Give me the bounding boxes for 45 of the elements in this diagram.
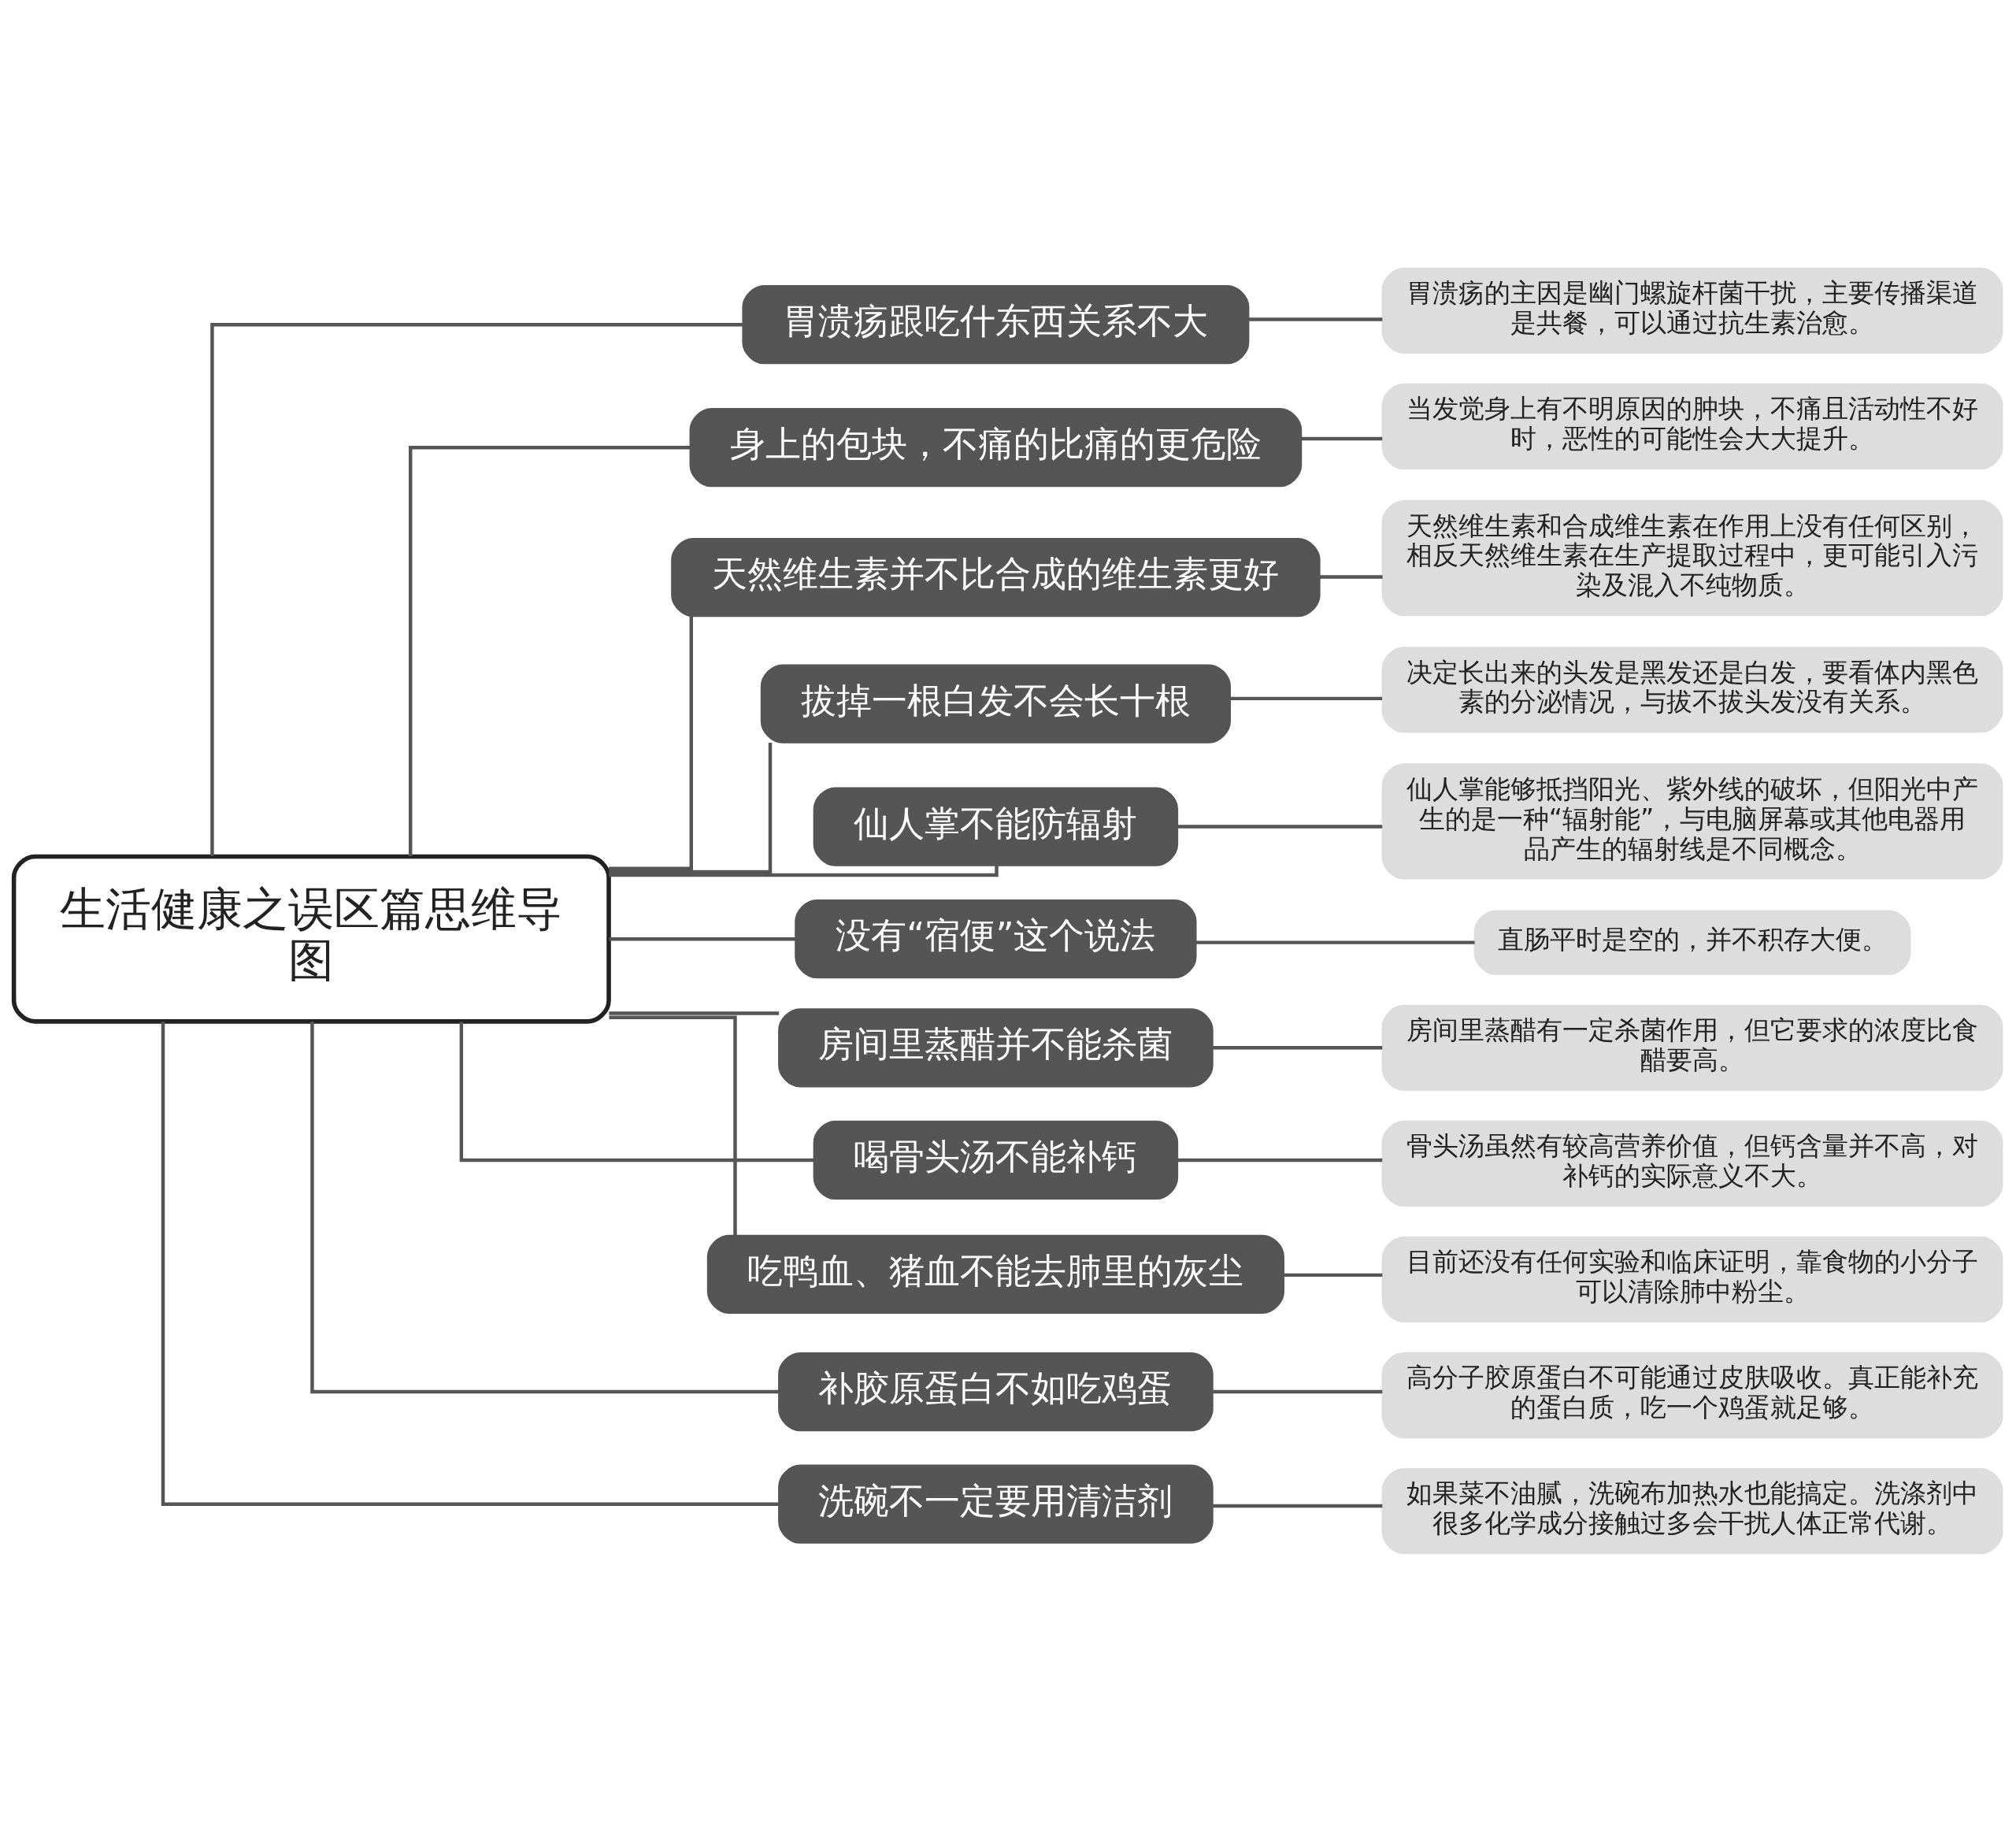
connector <box>1195 940 1475 944</box>
node-box: 天然维生素和合成维生素在作用上没有任何区别，相反天然维生素在生产提取过程中，更可能引入污染及混入不纯物质。 <box>1381 499 2003 616</box>
node-box: 目前还没有任何实验和临床证明，靠食物的小分子可以清除肺中粉尘。 <box>1381 1236 2003 1322</box>
connector <box>161 1021 779 1506</box>
node-box: 直肠平时是空的，并不积存大便。 <box>1473 909 1911 975</box>
node-box: 身上的包块，不痛的比痛的更危险 <box>689 407 1303 487</box>
connector <box>609 742 773 873</box>
connector <box>1177 1158 1383 1162</box>
connector <box>1283 1273 1383 1277</box>
node-box: 补胶原蛋白不如吃鸡蛋 <box>778 1352 1214 1431</box>
node-box: 房间里蒸醋有一定杀菌作用，但它要求的浓度比食醋要高。 <box>1381 1004 2003 1091</box>
connector <box>609 615 693 870</box>
connector <box>1213 1504 1383 1508</box>
node-box: 仙人掌能够抵挡阳光、紫外线的破坏，但阳光中产生的是一种“辐射能”，与电脑屏幕或其他电器用品产生的辐射线是不同概念。 <box>1381 762 2003 879</box>
connector <box>1319 574 1383 579</box>
connector <box>310 1021 780 1393</box>
connector <box>609 865 999 877</box>
connector <box>1213 1389 1383 1393</box>
node-box: 没有“宿便”这个说法 <box>795 899 1197 978</box>
connector <box>1230 696 1383 700</box>
connector <box>1177 824 1383 829</box>
node-box: 胃溃疡跟吃什东西关系不大 <box>742 284 1250 364</box>
node-box: 胃溃疡的主因是幽门螺旋杆菌干扰，主要传播渠道是共餐，可以通过抗生素治愈。 <box>1381 267 2003 354</box>
node-box: 仙人掌不能防辐射 <box>813 786 1179 866</box>
connector <box>609 1011 780 1015</box>
node-box: 洗碗不一定要用清洁剂 <box>778 1464 1214 1544</box>
connector <box>459 1022 814 1162</box>
node-box: 拔掉一根白发不会长十根 <box>760 663 1231 744</box>
connector <box>1248 317 1383 321</box>
node-box: 喝骨头汤不能补钙 <box>813 1120 1179 1200</box>
connector <box>409 445 691 856</box>
node-box: 决定长出来的头发是黑发还是白发，要看体内黑色素的分泌情况，与拔不拔头发没有关系。 <box>1381 646 2003 732</box>
connector <box>210 322 743 856</box>
connector <box>1213 1045 1383 1050</box>
node-box: 高分子胶原蛋白不可能通过皮肤吸收。真正能补充的蛋白质，吃一个鸡蛋就足够。 <box>1381 1352 2003 1438</box>
node-box: 如果菜不油腻，洗碗布加热水也能搞定。洗涤剂中很多化学成分接触过多会干扰人体正常代谢。 <box>1381 1467 2003 1554</box>
node-box: 吃鸭血、猪血不能去肺里的灰尘 <box>706 1234 1284 1314</box>
connector <box>609 1014 737 1235</box>
node-box: 骨头汤虽然有较高营养价值，但钙含量并不高，对补钙的实际意义不大。 <box>1381 1120 2003 1207</box>
node-box: 当发觉身上有不明原因的肿块，不痛且活动性不好时，恶性的可能性会大大提升。 <box>1381 383 2003 469</box>
node-box: 房间里蒸醋并不能杀菌 <box>778 1007 1214 1087</box>
connector <box>609 936 796 940</box>
connector <box>1301 436 1383 440</box>
node-box: 天然维生素并不比合成的维生素更好 <box>671 537 1321 617</box>
node-box: 生活健康之误区篇思维导图 <box>11 854 611 1024</box>
